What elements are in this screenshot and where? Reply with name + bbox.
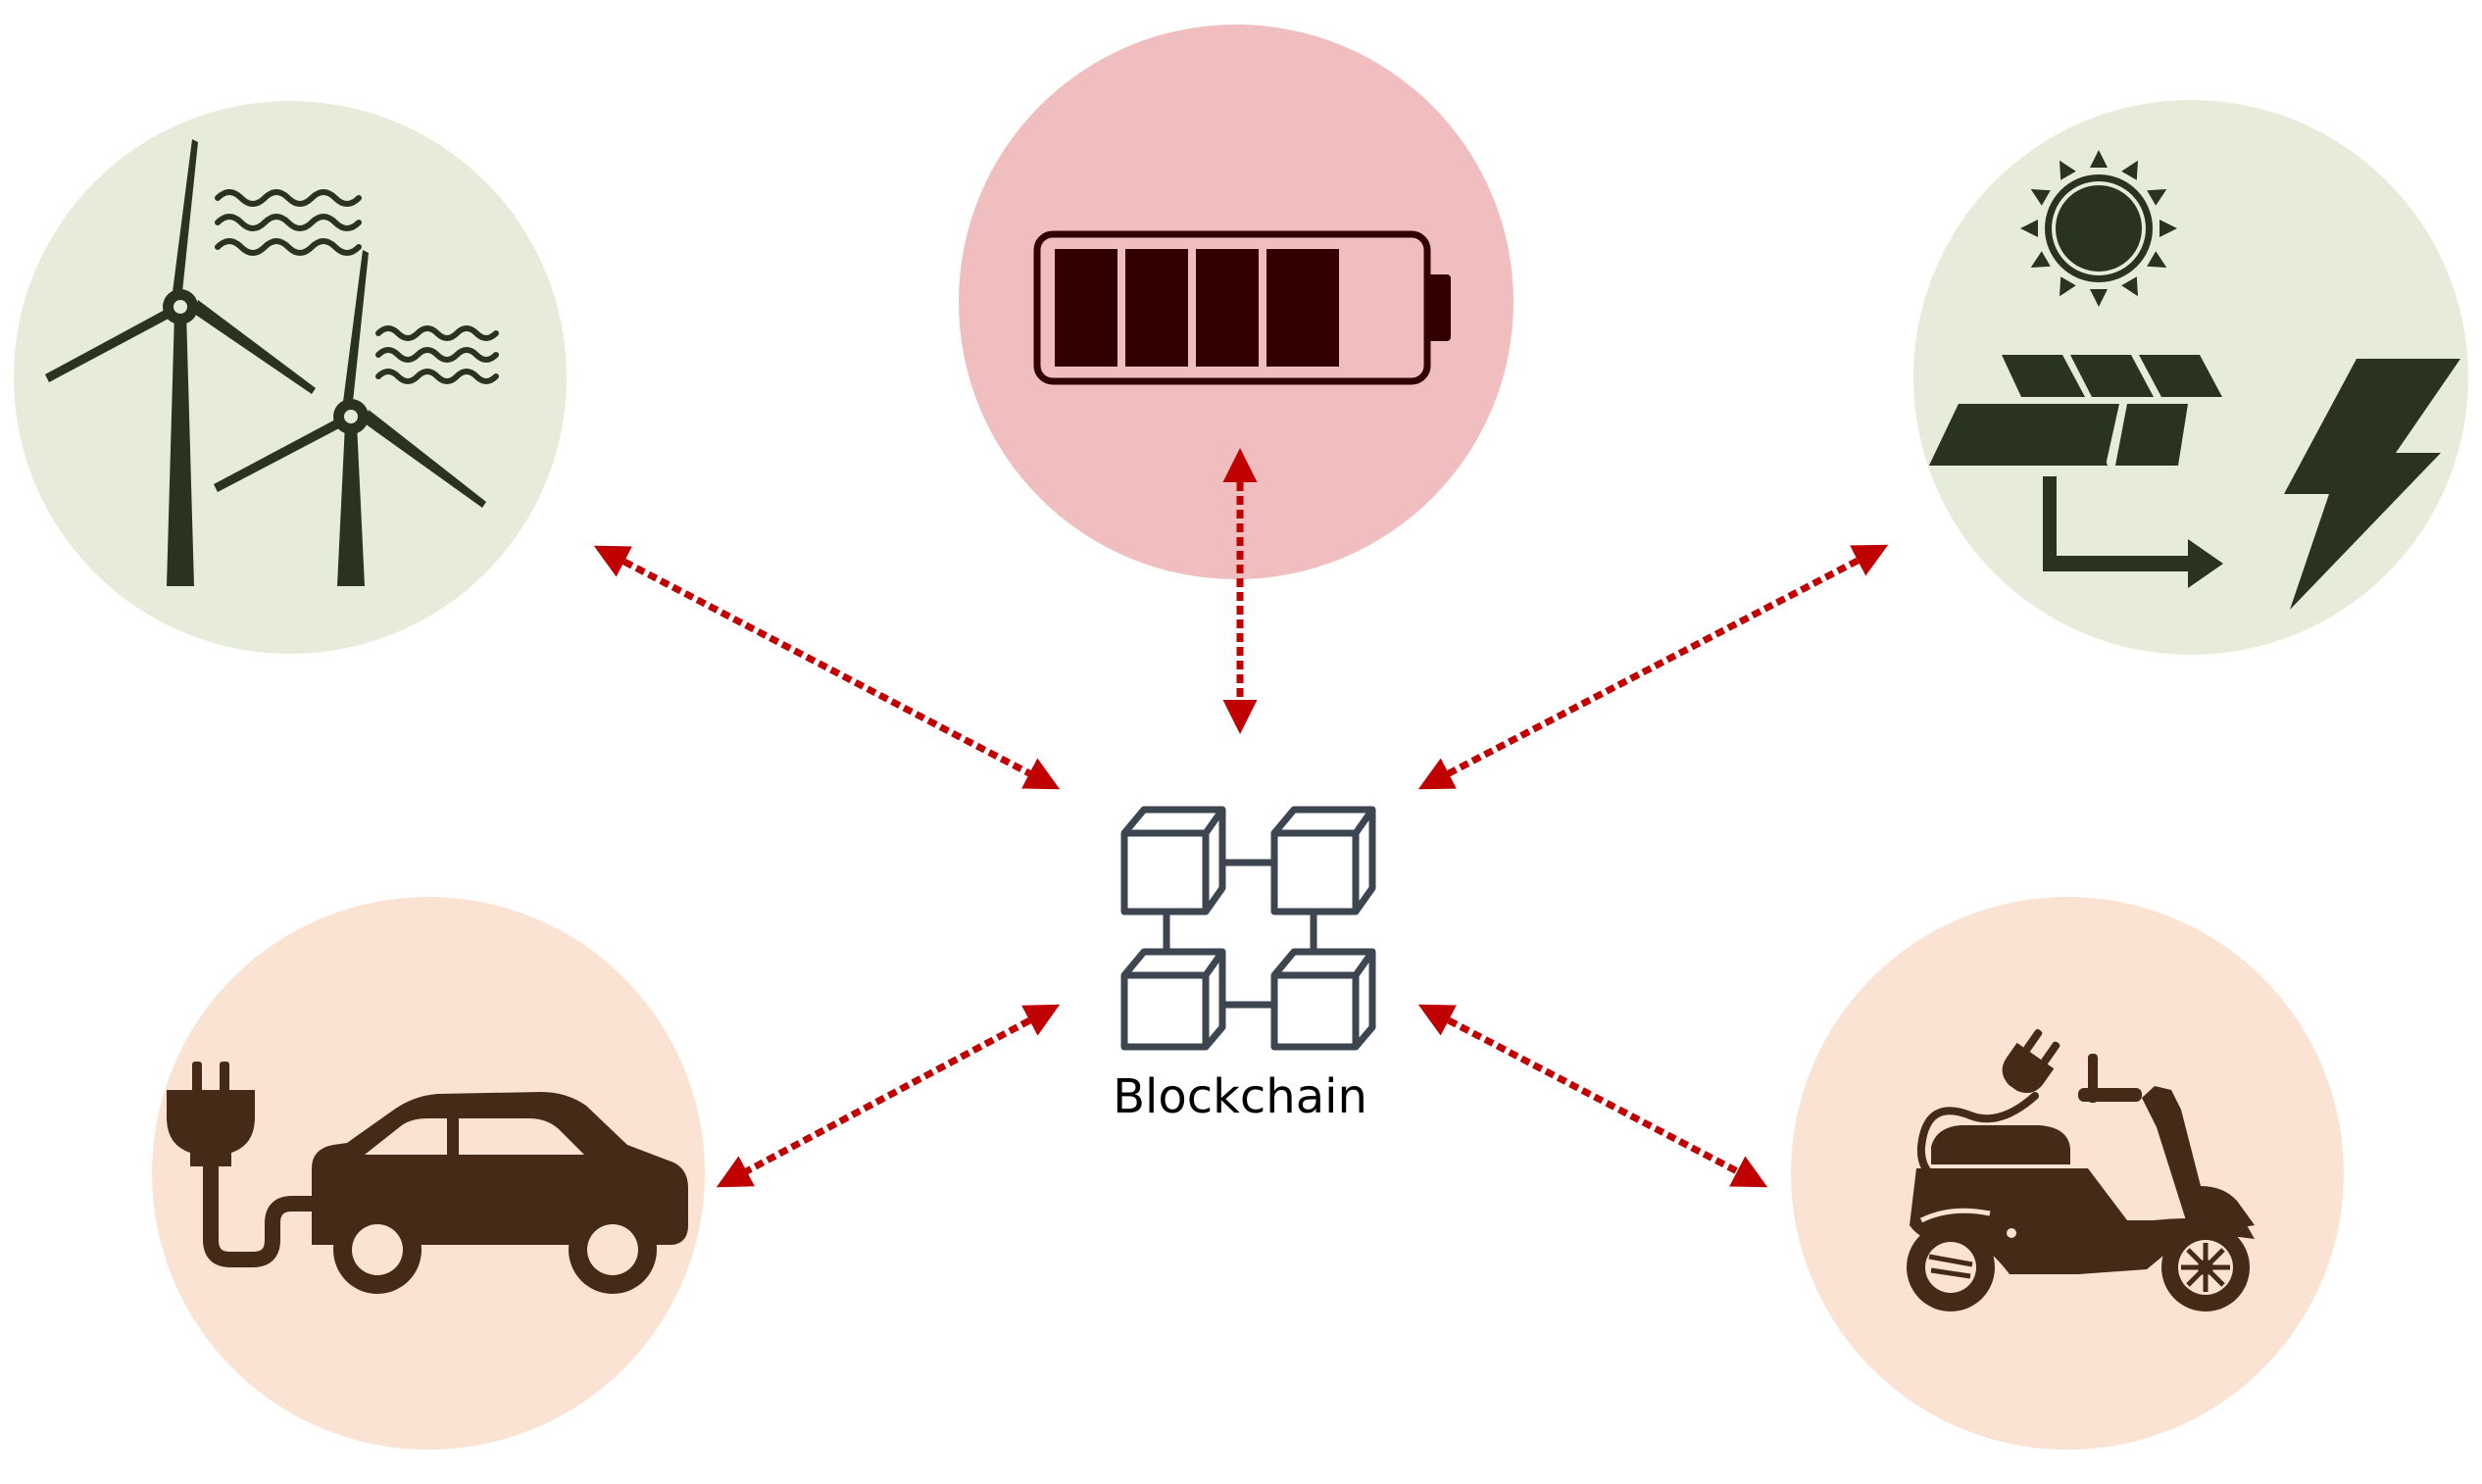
blockchain-label: Blockchain xyxy=(1113,1069,1367,1124)
electric-scooter-icon xyxy=(1907,1028,2255,1311)
connection-arrows xyxy=(593,448,1889,1188)
arrow-scooter-blockchain xyxy=(1417,1004,1768,1188)
electric-car-icon xyxy=(167,1062,688,1294)
sun-icon xyxy=(2020,150,2177,307)
arrow-ev-blockchain xyxy=(716,1004,1061,1188)
blockchain-icon xyxy=(1120,806,1376,1051)
solar-panel-icon xyxy=(1929,150,2460,610)
battery-icon xyxy=(1033,230,1451,385)
arrow-wind-blockchain xyxy=(593,545,1061,790)
wind-turbine-icon xyxy=(45,139,499,586)
arrow-solar-blockchain xyxy=(1417,544,1889,790)
